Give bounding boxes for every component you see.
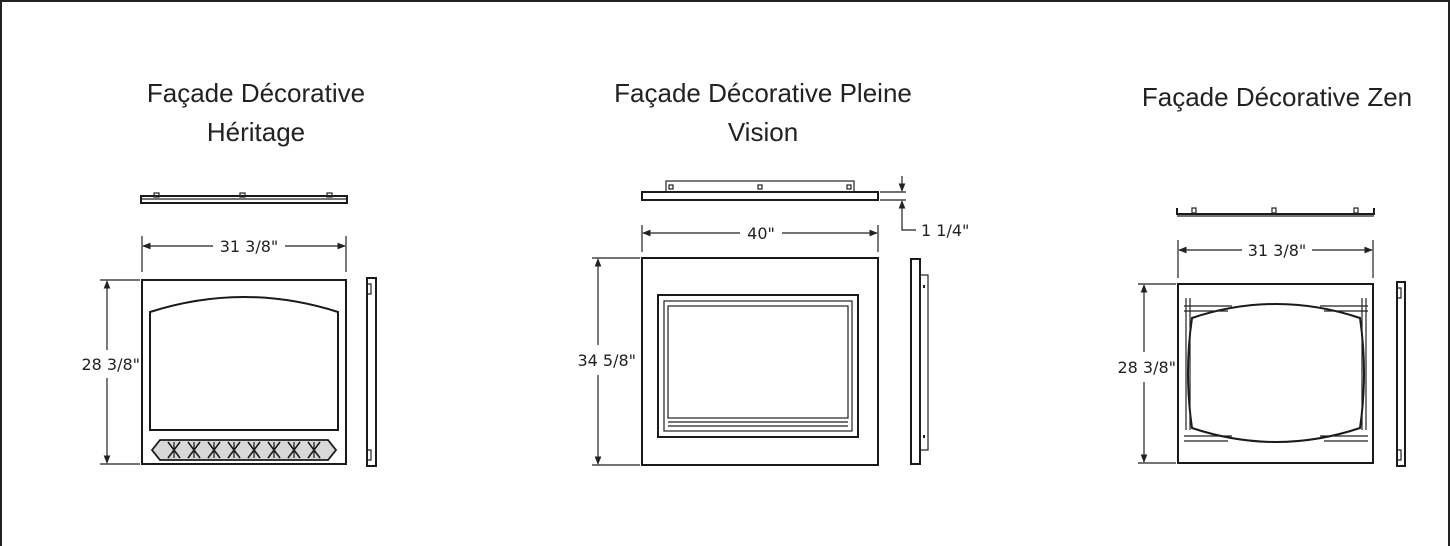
pleine-vision-side-view: [910, 258, 929, 465]
heritage-title-line2: Héritage: [207, 117, 305, 147]
pleine-vision-depth-dimension: 1 1/4": [880, 176, 969, 240]
panel-pleine-vision: Façade Décorative Pleine Vision 1 1/4" 4…: [577, 78, 969, 466]
zen-top-view: [1176, 207, 1375, 217]
zen-height-dimension: 28 3/8": [1117, 283, 1176, 464]
heritage-top-view: [140, 192, 348, 204]
panel-zen: Façade Décorative Zen 31 3/8": [1117, 82, 1412, 467]
zen-front-view: [1177, 283, 1374, 464]
heritage-width-label: 31 3/8": [220, 237, 279, 256]
pleine-vision-top-view: [641, 180, 879, 201]
zen-width-dimension: 31 3/8": [1177, 240, 1374, 278]
heritage-side-view: [366, 277, 377, 467]
zen-side-view: [1396, 281, 1406, 467]
zen-title-line1: Façade Décorative Zen: [1142, 82, 1412, 112]
zen-width-label: 31 3/8": [1248, 241, 1307, 260]
pleine-vision-depth-label: 1 1/4": [921, 221, 969, 240]
pleine-vision-width-dimension: 40": [641, 224, 879, 252]
heritage-height-label: 28 3/8": [81, 355, 140, 374]
panel-heritage: Façade Décorative Héritage 31 3/8": [81, 78, 377, 467]
pleine-vision-front-view: [641, 257, 879, 466]
heritage-title-line1: Façade Décorative: [147, 78, 365, 108]
pleine-vision-title-line1: Façade Décorative Pleine: [614, 78, 912, 108]
heritage-front-view: [141, 279, 347, 465]
pleine-vision-height-dimension: 34 5/8": [577, 257, 640, 466]
pleine-vision-title-line2: Vision: [728, 117, 798, 147]
heritage-width-dimension: 31 3/8": [141, 236, 347, 272]
pleine-vision-height-label: 34 5/8": [577, 351, 636, 370]
pleine-vision-width-label: 40": [747, 224, 775, 243]
heritage-decorative-grille: [150, 439, 338, 461]
heritage-height-dimension: 28 3/8": [81, 279, 140, 465]
zen-height-label: 28 3/8": [1117, 358, 1176, 377]
